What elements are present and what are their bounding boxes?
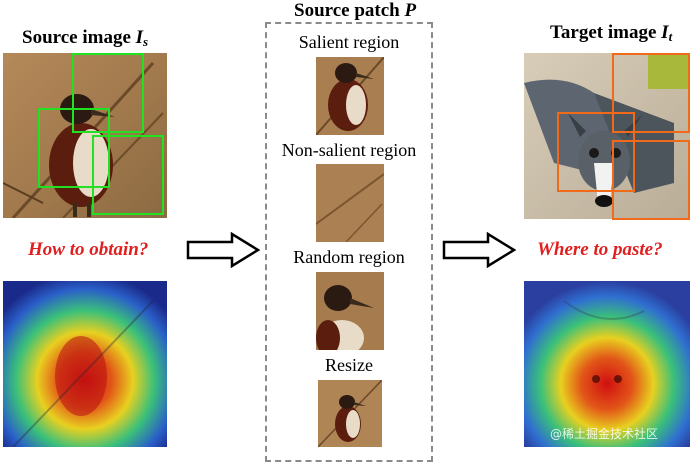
source-box-left [38, 108, 110, 188]
target-image-title: Target image It [550, 22, 673, 44]
how-to-obtain-label: How to obtain? [28, 239, 149, 260]
where-to-paste-label: Where to paste? [537, 239, 663, 260]
target-heatmap: @稀土掘金技术社区 [524, 281, 690, 447]
source-box-right [92, 135, 164, 215]
random-region-label: Random region [293, 247, 405, 267]
non-salient-patch [316, 164, 384, 242]
salient-region-label: Salient region [298, 32, 400, 52]
right-arrow-icon [442, 232, 516, 268]
resize-label: Resize [325, 355, 373, 375]
random-patch [316, 272, 384, 350]
target-box-top-right [612, 53, 690, 133]
source-heatmap [3, 281, 167, 447]
salient-patch [316, 57, 384, 135]
source-patch-title: Source patch P [294, 0, 417, 21]
non-salient-region-label: Non-salient region [281, 140, 417, 160]
right-arrow-icon [186, 232, 260, 268]
target-box-bottom-right [612, 140, 690, 220]
watermark: @稀土掘金技术社区 [550, 427, 659, 441]
saliency-heatmap [3, 281, 167, 447]
target-box-center [557, 112, 635, 192]
target-saliency-heatmap [524, 281, 690, 447]
resized-patch [318, 380, 382, 447]
source-image-title: Source image Is [22, 27, 149, 49]
